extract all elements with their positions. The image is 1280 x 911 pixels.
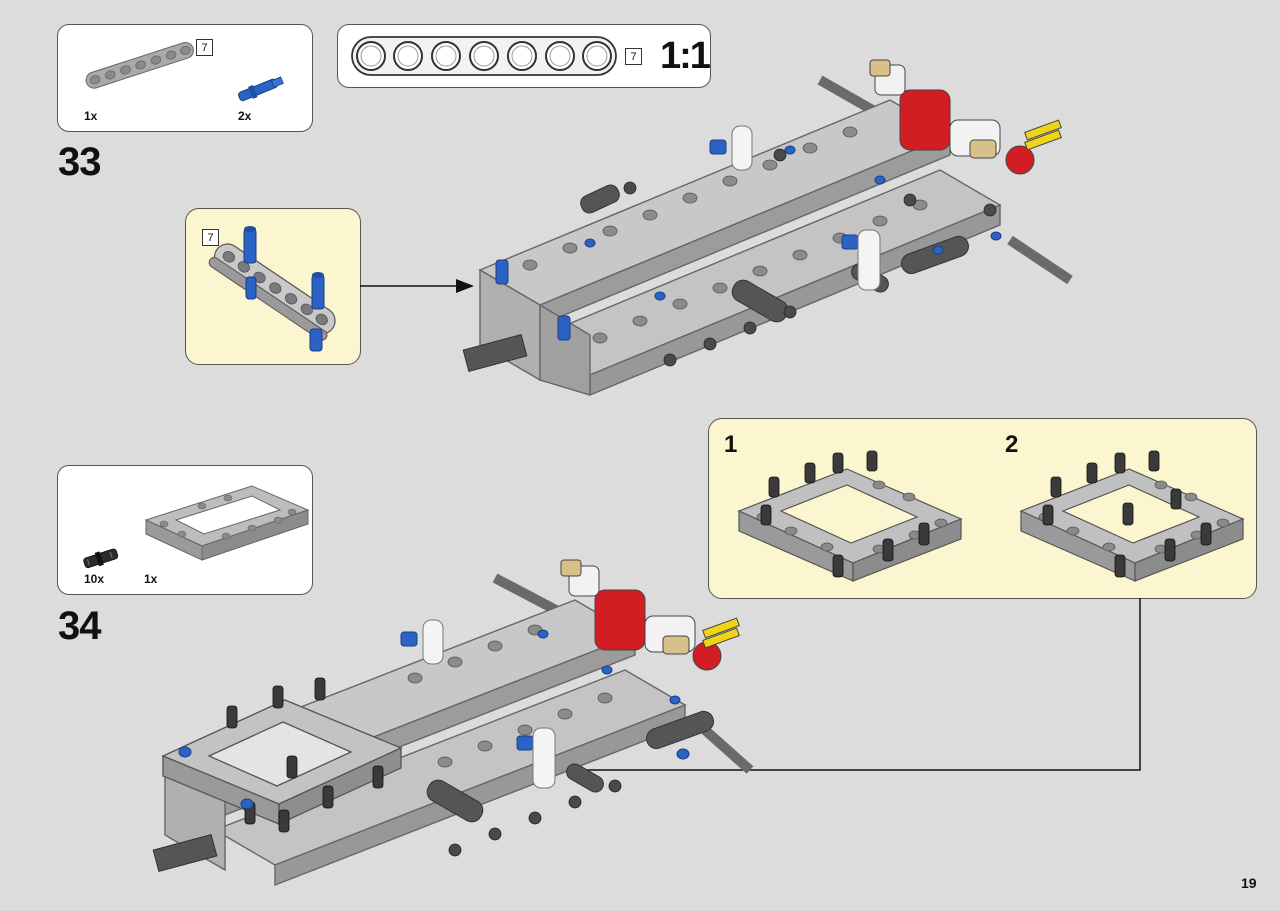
step34-parts-list: 10x 1x	[57, 465, 313, 595]
callout-beam-length: 7	[202, 229, 219, 246]
step33-placement-arrow	[360, 279, 474, 293]
page-number: 19	[1241, 875, 1257, 891]
step34-chassis-model	[152, 559, 754, 887]
scale-reference-panel: 7 1:1	[337, 24, 711, 88]
beam-length-label: 7	[196, 39, 213, 56]
step-number-33: 33	[58, 140, 101, 184]
step-number-34: 34	[58, 604, 101, 648]
friction-pin-quantity: 10x	[84, 572, 105, 586]
scale-beam-icon	[351, 36, 617, 76]
scale-beam-length: 7	[625, 48, 642, 65]
step33-subassembly-callout: 7	[185, 208, 361, 365]
substep-2-frame-with-pins	[1019, 450, 1245, 582]
blue-axle-pin-part-icon	[238, 76, 284, 102]
substep-2-number: 2	[1005, 431, 1019, 458]
pin-quantity: 2x	[238, 109, 252, 123]
substep-1-number: 1	[724, 431, 738, 458]
scale-label: 1:1	[660, 35, 711, 77]
step33-chassis-model	[462, 59, 1073, 397]
step33-parts-list: 7 1x 2x	[57, 24, 313, 132]
substep-1-frame-with-pins	[737, 450, 963, 582]
beam-with-pins-icon	[208, 226, 336, 352]
beam-7-part-icon	[85, 41, 194, 89]
black-friction-pin-part-icon	[83, 548, 119, 569]
beam-quantity: 1x	[84, 109, 98, 123]
frame-5x7-part-icon	[144, 485, 310, 561]
step34-subassembly-callout: 1 2	[708, 418, 1257, 599]
frame-quantity: 1x	[144, 572, 158, 586]
